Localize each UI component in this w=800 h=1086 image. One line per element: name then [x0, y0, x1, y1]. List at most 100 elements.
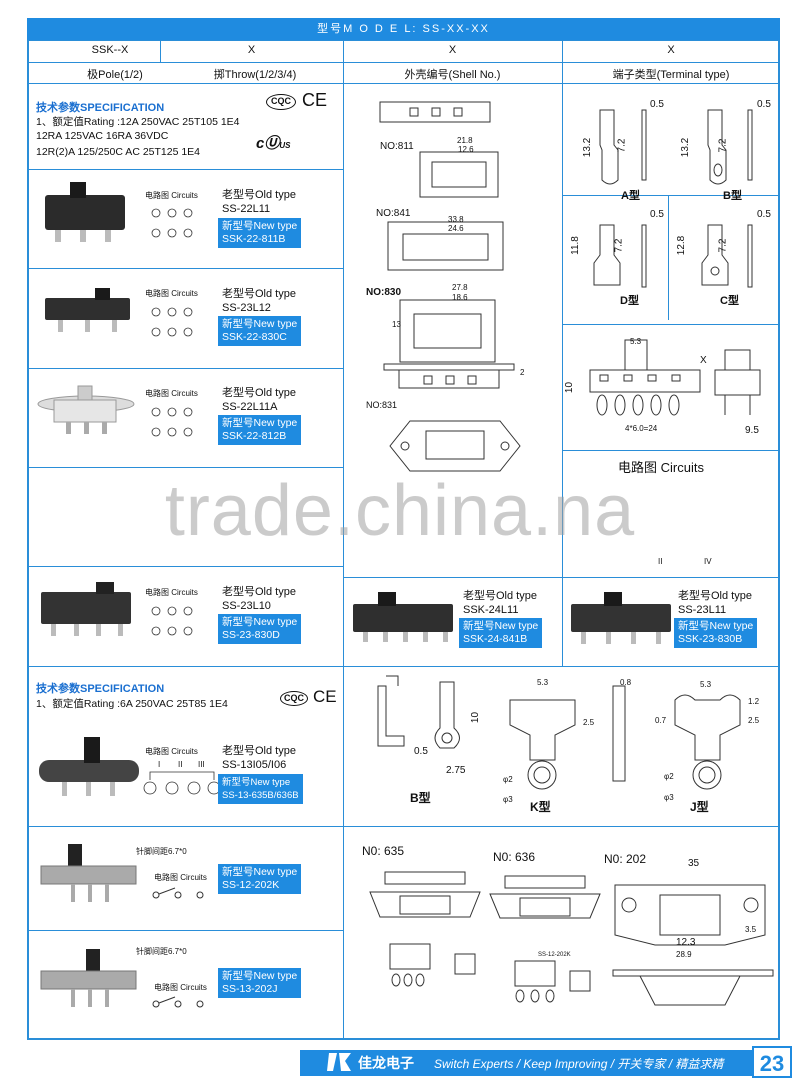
circuits-title: 电路图 Circuits	[618, 460, 704, 475]
roman-label: II	[178, 760, 183, 769]
circuits-label: 电路图 Circuits	[145, 389, 198, 398]
new-type-box: 新型号New type SS-23-830D	[218, 614, 302, 644]
switch-image	[41, 582, 131, 636]
terminal-k-drawing	[509, 699, 576, 790]
dim: 21.8	[457, 136, 473, 145]
dim: φ3	[664, 793, 674, 802]
circuit-diagram	[151, 307, 193, 337]
terminal-d-drawing	[593, 224, 647, 288]
new-type-value: SS-12-202K	[222, 879, 280, 891]
dim: 33.8	[448, 215, 464, 224]
new-type-box: 新型号New type SSK-22-830C	[218, 316, 302, 346]
divider	[27, 169, 343, 170]
new-type-label: 新型号New type	[222, 616, 298, 628]
divider	[668, 195, 669, 320]
pin-pitch-label: 针脚间距6.7*0	[136, 847, 187, 856]
divider	[27, 467, 343, 468]
new-type-value: SSK-22-811B	[222, 233, 286, 245]
dim: 5.3	[630, 337, 642, 346]
old-type-label: 老型号Old type	[222, 189, 296, 201]
dim: 27.8	[452, 283, 468, 292]
old-type-value: SS-13I05/I06	[222, 759, 287, 771]
dim: 7.2	[613, 238, 625, 253]
circuits-label: 电路图 Circuits	[145, 588, 198, 597]
new-type-box: 新型号New type SSK-22-811B	[218, 218, 302, 248]
divider	[343, 577, 780, 578]
circuit-diagram	[151, 208, 193, 238]
dim: 2	[520, 368, 525, 377]
model-label: SS-12-202K	[538, 952, 571, 958]
switch-image	[353, 592, 453, 642]
dim: 1.2	[748, 697, 760, 706]
page-number: 23	[752, 1046, 792, 1078]
shell-drawing-831	[389, 420, 521, 472]
new-type-label: 新型号New type	[222, 866, 298, 878]
dim: 7.2	[717, 138, 729, 153]
pin-pitch-label: 针脚间距6.7*0	[136, 947, 187, 956]
divider	[27, 83, 780, 84]
circuits-label: 电路图 Circuits	[145, 289, 198, 298]
new-type-box: 新型号New type SSK-24-841B	[459, 618, 543, 648]
switch-dimension-drawing	[589, 339, 761, 416]
new-type-label: 新型号New type	[222, 318, 298, 330]
terminal-c-drawing	[701, 224, 753, 288]
old-type-value: SS-22L11A	[222, 401, 278, 413]
divider	[343, 40, 344, 1040]
spec-line: 12R(2)A 125/250C AC 25T125 1E4	[36, 146, 201, 158]
shell-drawing-830	[399, 299, 496, 363]
dim: 0.5	[650, 99, 664, 110]
spec-title: 技术参数SPECIFICATION	[36, 102, 165, 114]
dim: 18.6	[452, 293, 468, 302]
switch-image	[45, 288, 130, 332]
dim: 11.8	[569, 236, 581, 255]
new-type-label: 新型号New type	[678, 620, 754, 632]
shell-label: 外壳编号(Shell No.)	[404, 69, 501, 81]
terminal-b2-front	[434, 681, 460, 749]
shell-drawing-841	[387, 221, 504, 271]
old-type-label: 老型号Old type	[463, 590, 537, 602]
shell-drawing-202	[612, 884, 774, 1006]
dim: φ2	[664, 772, 674, 781]
new-type-value: SSK-24-841B	[463, 633, 528, 645]
new-type-value: SSK-22-830C	[222, 331, 287, 343]
circuits-label: 电路图 Circuits	[154, 983, 207, 992]
circuit-diagram	[151, 606, 193, 636]
dim: 12.3	[676, 937, 696, 948]
dim: 12.6	[458, 145, 474, 154]
terminal-b2-drawing	[377, 675, 405, 747]
spec-line: 1、额定值Rating :12A 250VAC 25T105 1E4	[36, 116, 240, 128]
spec-title: 技术参数SPECIFICATION	[36, 683, 165, 695]
watermark: trade.china.na	[164, 471, 636, 551]
spec-line: 12RA 125VAC 16RA 36VDC	[36, 130, 169, 142]
dim: 5.3	[537, 678, 549, 687]
ul-logo: cⓊUS	[256, 135, 291, 152]
dim: 24.6	[448, 224, 464, 233]
shell-label-811: NO:811	[380, 141, 414, 152]
dim: 2.5	[748, 716, 760, 725]
new-type-box: 新型号New type SS-13-202J	[218, 968, 302, 998]
terminal-a-label: A型	[621, 190, 640, 202]
divider	[27, 666, 780, 667]
dim: 12.8	[676, 235, 688, 256]
shell-drawing-636	[489, 875, 601, 1003]
new-type-box: 新型号New type SSK-22-812B	[218, 415, 302, 445]
roman-label: IV	[704, 557, 712, 566]
dim: 28.9	[676, 950, 692, 959]
dim: 13.2	[680, 137, 692, 158]
col-header-terminal: X	[667, 44, 675, 56]
dim: 35	[688, 858, 700, 869]
roman-label: I	[158, 760, 161, 769]
new-type-value: SSK-23-830B	[678, 633, 743, 645]
divider	[27, 566, 343, 567]
divider	[27, 268, 343, 269]
dim: 0.7	[655, 716, 667, 725]
divider	[27, 368, 343, 369]
col-header-pole: X	[247, 44, 256, 56]
divider	[562, 324, 780, 325]
circuits-label: 电路图 Circuits	[145, 747, 198, 756]
shell-drawing-811-side	[379, 101, 491, 123]
old-type-label: 老型号Old type	[678, 590, 752, 602]
dim: 0.5	[757, 99, 771, 110]
divider	[562, 40, 563, 580]
new-type-value: SS-13-202J	[222, 983, 278, 995]
